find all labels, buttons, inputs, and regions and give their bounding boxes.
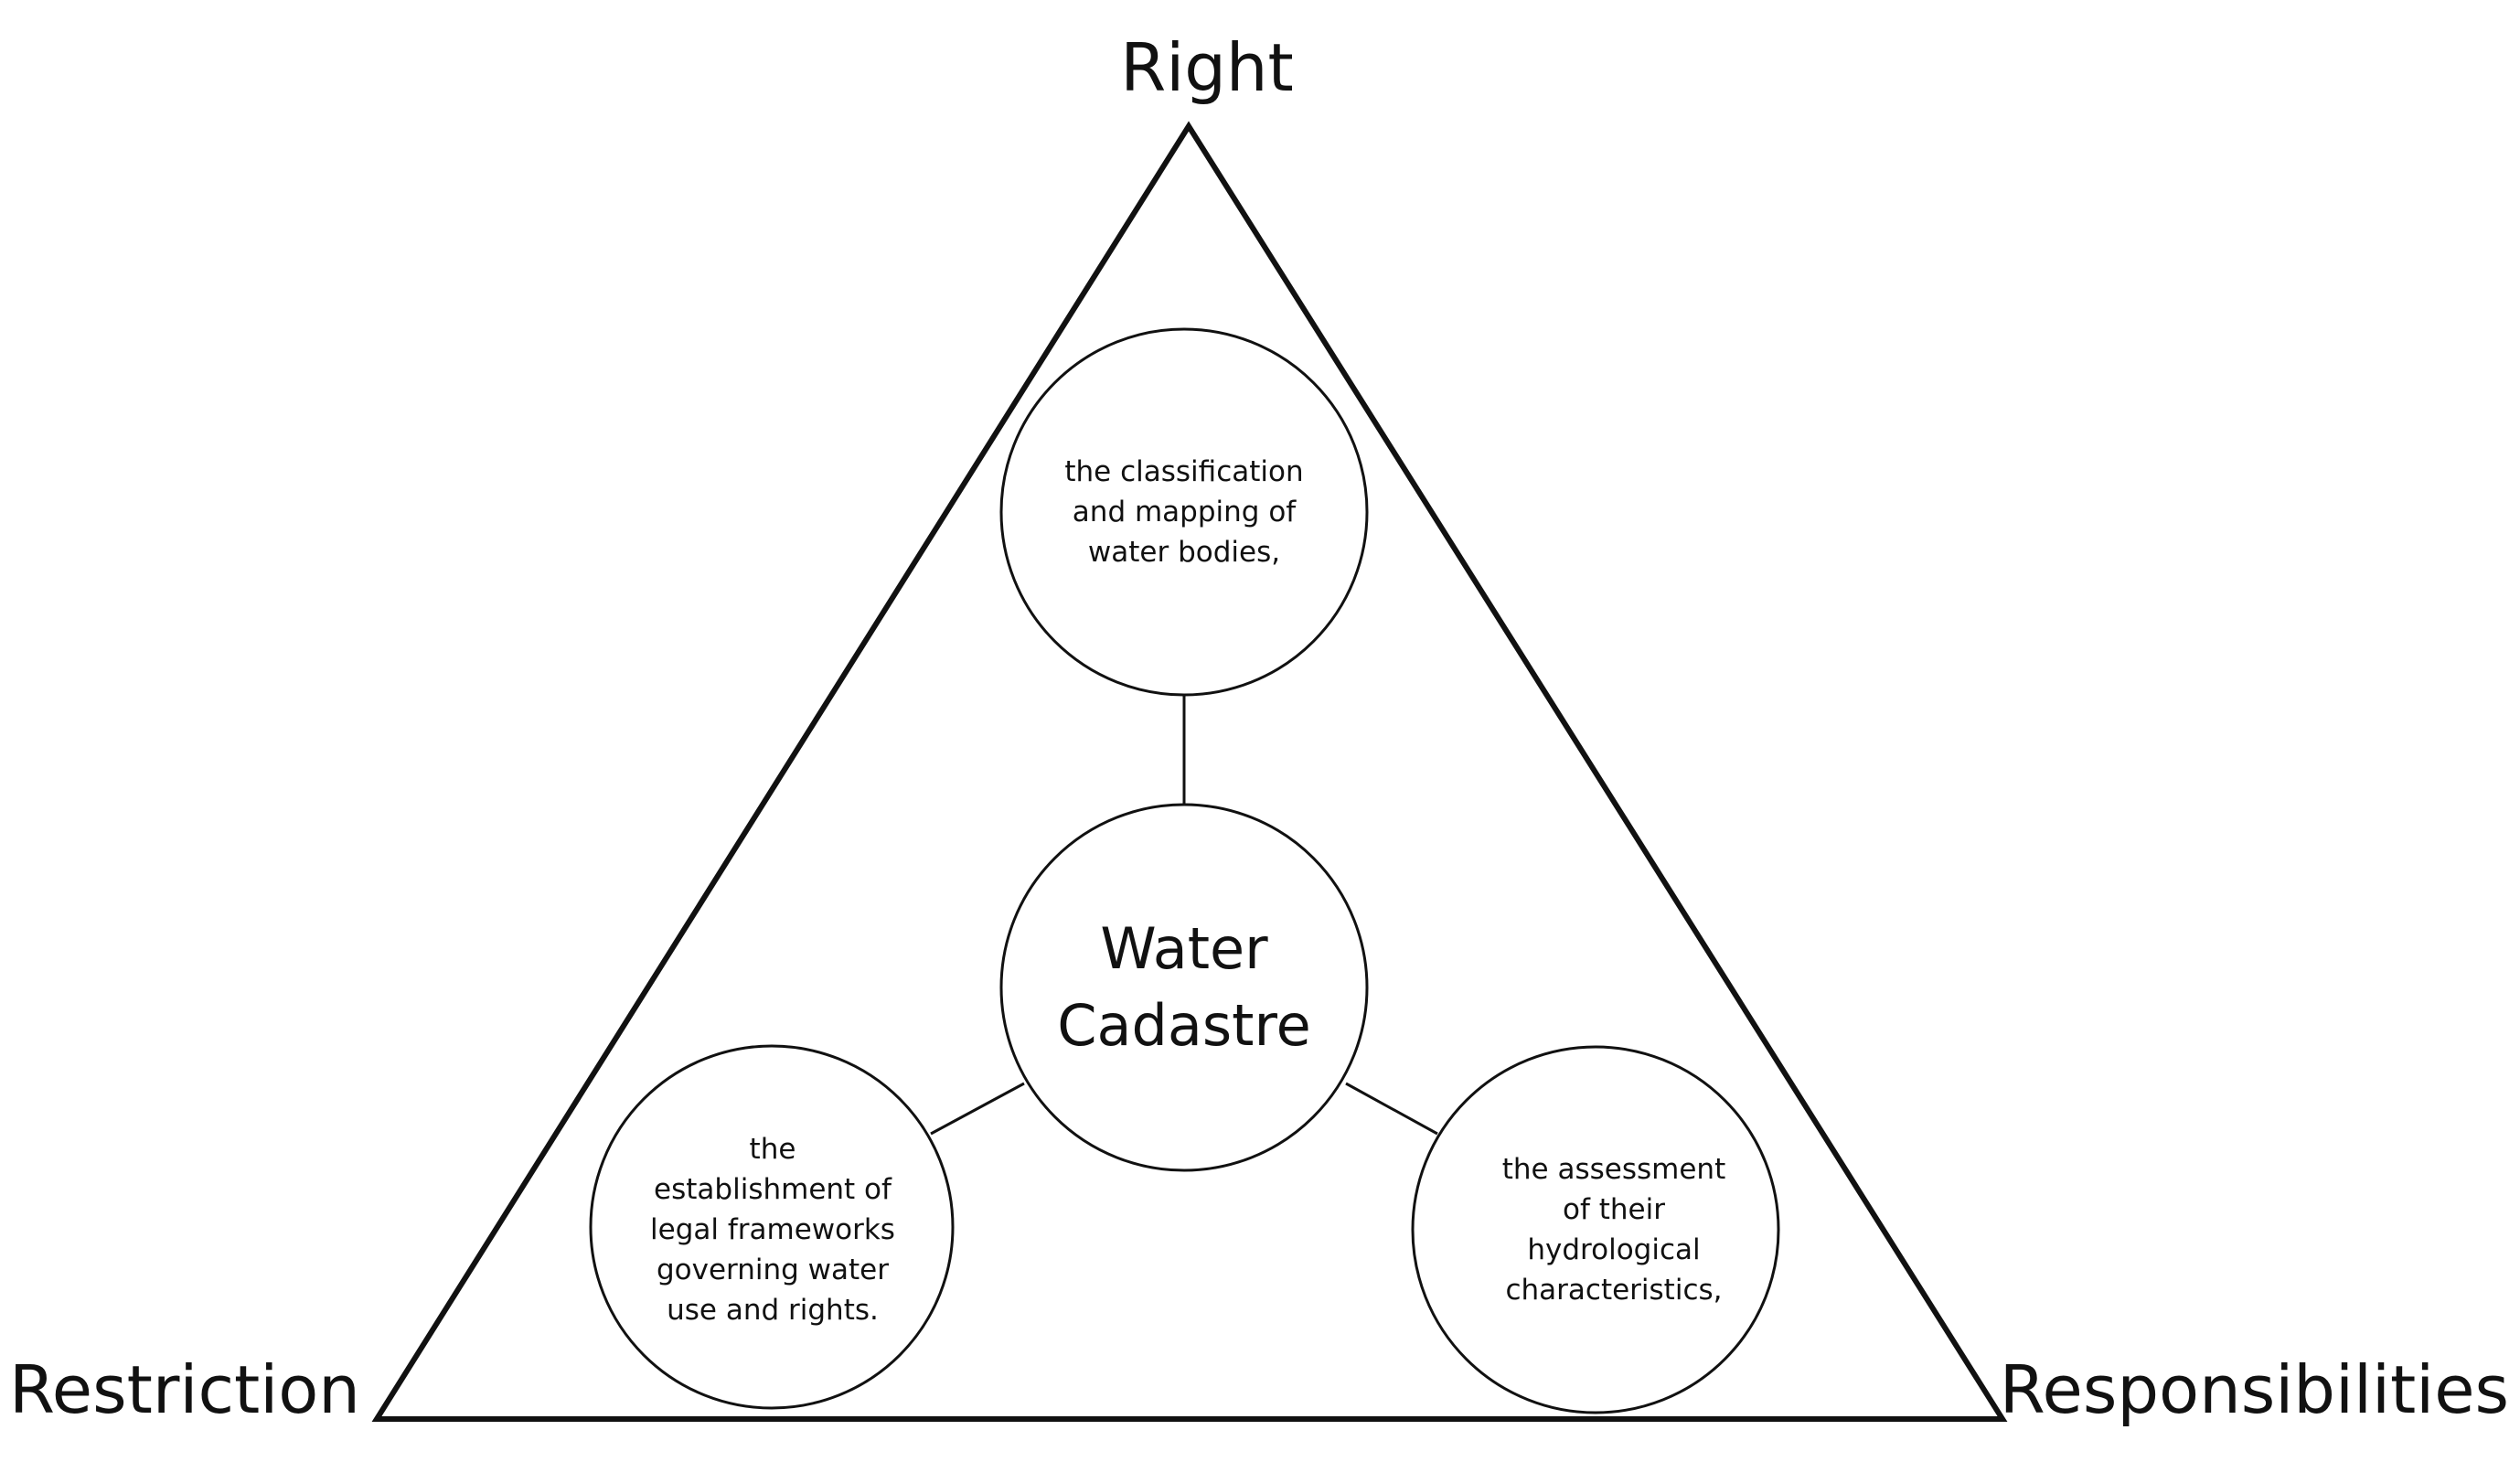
corner-label-responsibilities: Responsibilities — [1999, 1351, 2509, 1428]
node-circle-top — [999, 327, 1369, 697]
corner-label-restriction: Restriction — [9, 1351, 360, 1428]
node-circle-center — [999, 803, 1369, 1172]
node-center-text-box: Water Cadastre — [1024, 878, 1344, 1097]
node-top-label: the classification and mapping of water … — [1064, 455, 1304, 569]
center-label: Water Cadastre — [1057, 915, 1311, 1059]
corner-label-right: Right — [1120, 29, 1294, 106]
connector-right — [1345, 1082, 1438, 1136]
node-left-label: the establishment of legal frameworks go… — [650, 1133, 895, 1327]
node-right-text-box: the assessment of their hydrological cha… — [1463, 1097, 1765, 1362]
outer-triangle — [371, 121, 2008, 1422]
node-right-label: the assessment of their hydrological cha… — [1501, 1153, 1726, 1307]
node-circle-right — [1411, 1045, 1780, 1414]
node-left-text-box: the establishment of legal frameworks go… — [622, 1097, 924, 1362]
connector-left — [930, 1082, 1025, 1136]
node-top-text-box: the classification and mapping of water … — [1033, 402, 1335, 622]
node-circle-left — [589, 1044, 955, 1410]
